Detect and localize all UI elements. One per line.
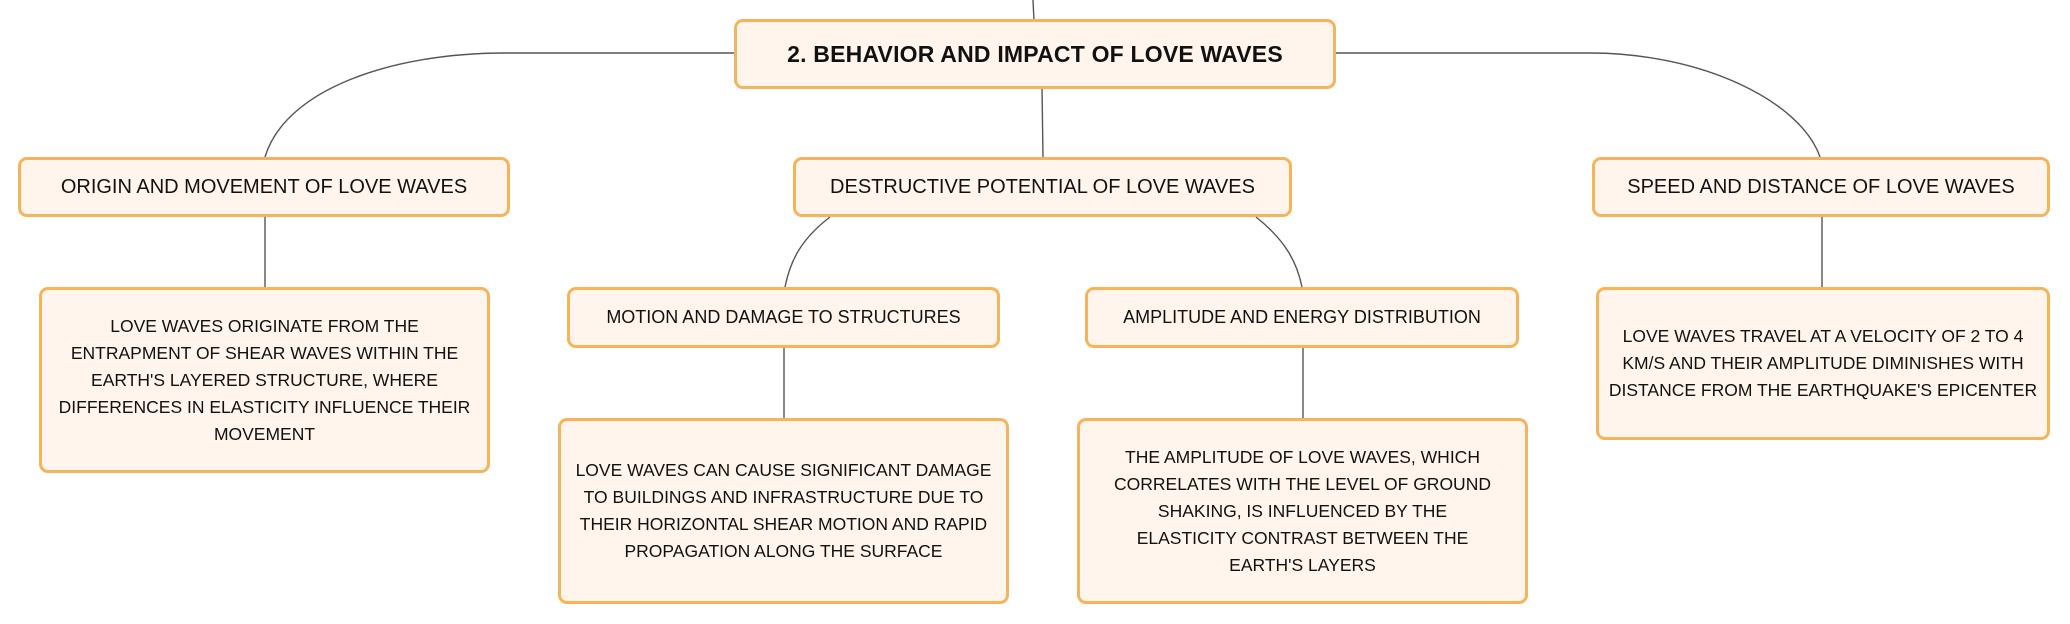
detail-amplitude-text: THE AMPLITUDE OF LOVE WAVES, WHICH CORRE… (1114, 446, 1491, 575)
connector-root-to-origin (264, 52, 735, 158)
detail-motion[interactable]: LOVE WAVES CAN CAUSE SIGNIFICANT DAMAGE … (558, 418, 1009, 604)
sub-branch-motion[interactable]: MOTION AND DAMAGE TO STRUCTURES (567, 287, 1000, 348)
connector-root-to-destructive (1041, 87, 1044, 158)
detail-origin-text: LOVE WAVES ORIGINATE FROM THE ENTRAPMENT… (58, 315, 471, 444)
sub-branch-motion-label: MOTION AND DAMAGE TO STRUCTURES (606, 307, 961, 327)
connector-to-parent (1032, 0, 1035, 22)
sub-branch-amplitude[interactable]: AMPLITUDE AND ENERGY DISTRIBUTION (1085, 287, 1519, 348)
branch-speed-label: SPEED AND DISTANCE OF LOVE WAVES (1627, 175, 2015, 198)
branch-destructive[interactable]: DESTRUCTIVE POTENTIAL OF LOVE WAVES (793, 157, 1292, 217)
sub-branch-amplitude-label: AMPLITUDE AND ENERGY DISTRIBUTION (1123, 307, 1481, 327)
detail-motion-text: LOVE WAVES CAN CAUSE SIGNIFICANT DAMAGE … (575, 460, 992, 561)
detail-speed-text: LOVE WAVES TRAVEL AT A VELOCITY OF 2 TO … (1608, 326, 2038, 400)
connector-destructive-to-amplitude (1255, 216, 1303, 288)
branch-origin-label: ORIGIN AND MOVEMENT OF LOVE WAVES (60, 175, 468, 198)
root-node[interactable]: 2. BEHAVIOR AND IMPACT OF LOVE WAVES (734, 19, 1336, 89)
branch-speed[interactable]: SPEED AND DISTANCE OF LOVE WAVES (1592, 157, 2050, 217)
branch-origin[interactable]: ORIGIN AND MOVEMENT OF LOVE WAVES (18, 157, 510, 217)
detail-amplitude[interactable]: THE AMPLITUDE OF LOVE WAVES, WHICH CORRE… (1077, 418, 1528, 604)
detail-speed[interactable]: LOVE WAVES TRAVEL AT A VELOCITY OF 2 TO … (1596, 287, 2050, 440)
connector-destructive-to-motion (784, 216, 831, 288)
root-label: 2. BEHAVIOR AND IMPACT OF LOVE WAVES (787, 40, 1283, 67)
connector-root-to-speed (1335, 52, 1821, 158)
detail-origin[interactable]: LOVE WAVES ORIGINATE FROM THE ENTRAPMENT… (39, 287, 490, 473)
branch-destructive-label: DESTRUCTIVE POTENTIAL OF LOVE WAVES (830, 175, 1255, 198)
